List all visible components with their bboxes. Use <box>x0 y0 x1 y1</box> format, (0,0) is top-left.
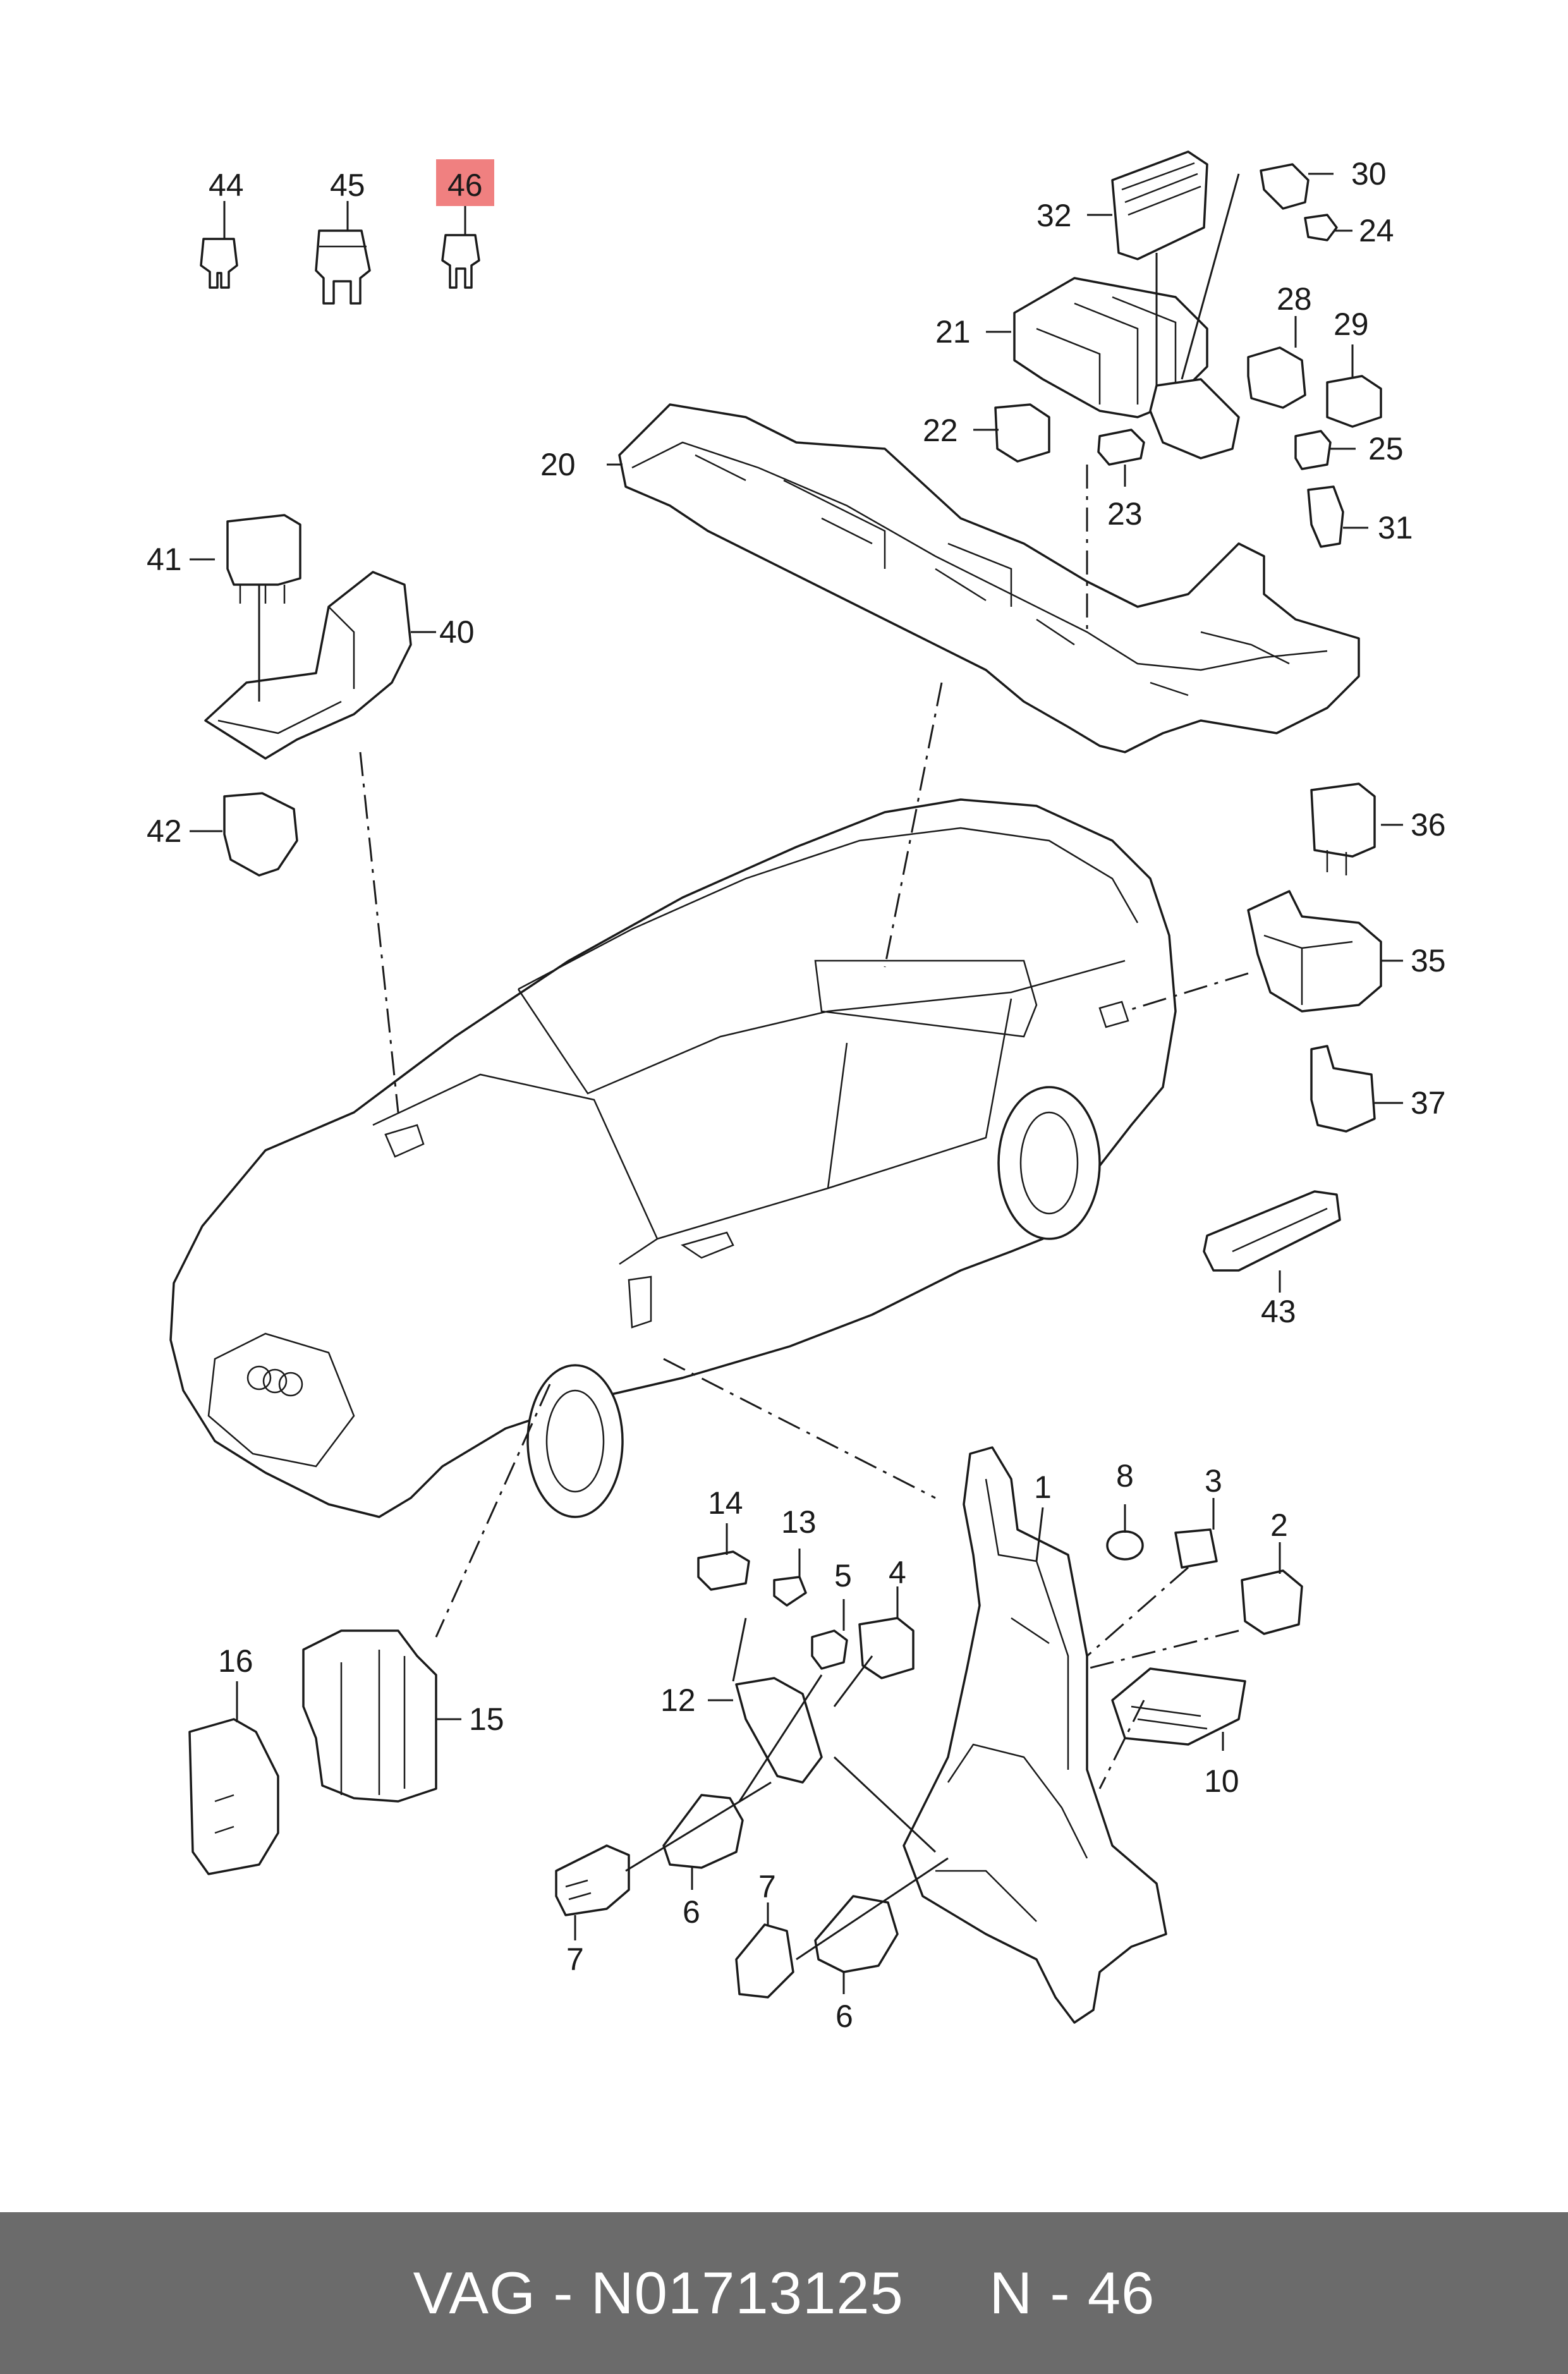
callout-12: 12 <box>660 1683 696 1718</box>
relay-carrier-15-shape[interactable] <box>302 1629 437 1803</box>
grommet-8-shape[interactable] <box>1106 1530 1144 1561</box>
callout-3: 3 <box>1205 1463 1222 1499</box>
relay-5-shape[interactable] <box>811 1629 848 1670</box>
leader-lines <box>190 173 1403 1994</box>
parts-diagram: 44 45 46 32 30 24 21 28 29 22 25 20 23 3… <box>147 150 1446 2034</box>
callout-15: 15 <box>469 1701 504 1737</box>
callout-2: 2 <box>1270 1507 1288 1543</box>
callout-43: 43 <box>1261 1294 1296 1329</box>
callout-14: 14 <box>708 1485 743 1521</box>
callout-45: 45 <box>330 167 365 203</box>
callout-46: 46 <box>447 167 483 203</box>
callout-7b: 7 <box>758 1869 776 1904</box>
relay-41-shape[interactable] <box>226 514 301 604</box>
control-unit-32-shape[interactable] <box>1111 150 1208 260</box>
relay-22-shape[interactable] <box>994 403 1050 463</box>
part-number-footer: VAG - N01713125 N - 46 <box>0 2212 1568 2374</box>
callout-23: 23 <box>1107 496 1143 532</box>
callout-8: 8 <box>1116 1458 1134 1494</box>
relay-4-shape[interactable] <box>858 1617 915 1679</box>
bracket-16-shape[interactable] <box>188 1718 279 1875</box>
callout-21: 21 <box>935 314 971 350</box>
fuse-46-shape[interactable] <box>441 206 480 289</box>
relay-2-shape[interactable] <box>1241 1569 1303 1635</box>
callout-44: 44 <box>209 167 244 203</box>
callout-37: 37 <box>1411 1085 1446 1121</box>
callout-36: 36 <box>1411 807 1446 843</box>
connector-28-shape[interactable] <box>1247 346 1306 409</box>
callout-24: 24 <box>1359 213 1394 248</box>
callout-5: 5 <box>834 1558 852 1593</box>
callout-41: 41 <box>147 542 182 577</box>
callout-4: 4 <box>889 1555 906 1590</box>
connector-14-shape[interactable] <box>697 1550 750 1591</box>
connector-6b-shape[interactable] <box>814 1895 899 1973</box>
callout-6a: 6 <box>683 1894 700 1930</box>
callout-13: 13 <box>781 1504 817 1540</box>
part-number-text: VAG - N01713125 N - 46 <box>413 2260 1155 2326</box>
connector-7a-shape[interactable] <box>555 1844 630 1916</box>
connector-6a-shape[interactable] <box>662 1794 744 1869</box>
callout-16: 16 <box>218 1643 253 1679</box>
callout-35: 35 <box>1411 943 1446 978</box>
callout-28: 28 <box>1277 281 1312 317</box>
relay-23-shape[interactable] <box>1097 429 1145 466</box>
holder-37-shape[interactable] <box>1310 1045 1376 1133</box>
relay-carrier-40-shape[interactable] <box>204 571 412 760</box>
control-unit-10-shape[interactable] <box>1111 1667 1246 1746</box>
callout-29: 29 <box>1334 307 1369 342</box>
relay-bracket-top-shape[interactable] <box>1149 378 1240 460</box>
connector-42-shape[interactable] <box>223 792 298 877</box>
fuse-44-shape[interactable] <box>200 201 238 289</box>
callout-20: 20 <box>540 447 576 482</box>
fuse-3-shape[interactable] <box>1174 1528 1218 1569</box>
callout-32: 32 <box>1036 198 1072 233</box>
callout-7a: 7 <box>566 1942 584 1977</box>
callout-22: 22 <box>923 413 958 448</box>
connector-29-shape[interactable] <box>1326 375 1382 428</box>
callout-42: 42 <box>147 813 182 849</box>
holder-24-30-shape[interactable] <box>1260 163 1338 241</box>
callout-31: 31 <box>1378 510 1413 545</box>
callout-10: 10 <box>1204 1763 1239 1799</box>
callout-labels: 44 45 46 32 30 24 21 28 29 22 25 20 23 3… <box>147 156 1446 2034</box>
connector-7b-shape[interactable] <box>735 1923 794 1999</box>
fuse-45-shape[interactable] <box>315 201 371 305</box>
callout-46-highlight <box>436 159 494 206</box>
electronics-box-tray-shape[interactable] <box>618 403 1360 753</box>
callout-6b: 6 <box>836 1999 853 2034</box>
callout-30: 30 <box>1351 156 1387 192</box>
relay-36-shape[interactable] <box>1310 782 1376 875</box>
connector-13-shape[interactable] <box>773 1576 807 1607</box>
callout-40: 40 <box>439 614 475 650</box>
relay-carrier-35-shape[interactable] <box>1247 890 1382 1013</box>
relay-25-shape[interactable] <box>1294 430 1332 470</box>
e-box-bracket-1-shape[interactable] <box>903 1446 1167 2024</box>
car-outline <box>169 798 1177 1518</box>
callout-1: 1 <box>1034 1470 1052 1505</box>
fuse-31-shape[interactable] <box>1307 485 1344 548</box>
control-unit-43-shape[interactable] <box>1203 1190 1341 1272</box>
relay-holder-12-shape[interactable] <box>735 1677 823 1784</box>
callout-25: 25 <box>1368 431 1404 466</box>
fuse-box-21-shape[interactable] <box>1013 277 1208 418</box>
